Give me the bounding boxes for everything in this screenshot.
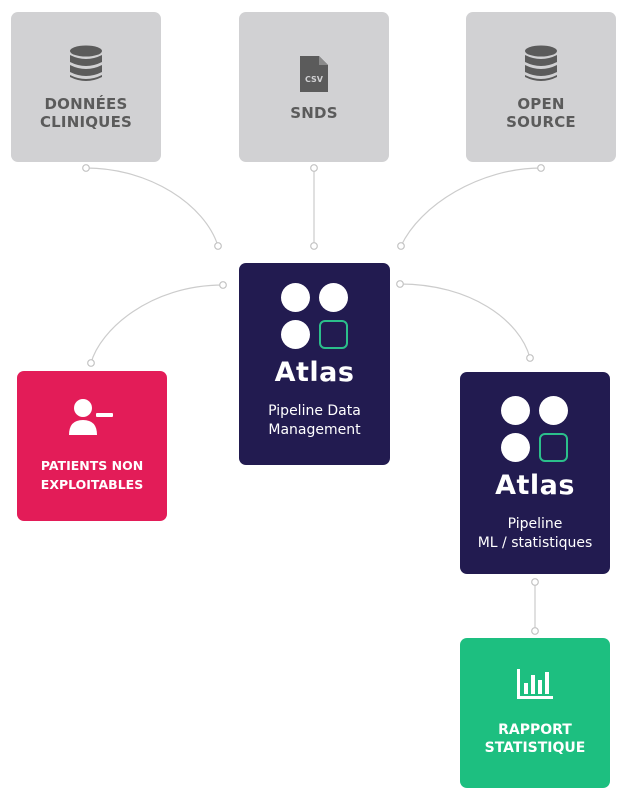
database-icon: [524, 43, 558, 83]
connector-node: [310, 164, 318, 172]
connector-open: [400, 167, 542, 247]
source-donnees-cliniques: DONNÉES CLINIQUES: [11, 12, 161, 162]
connector-atlas-ml: [399, 283, 531, 359]
rapport-statistique: RAPPORT STATISTIQUE: [460, 638, 610, 788]
connector-node: [396, 280, 404, 288]
atlas-title: Atlas: [495, 470, 575, 501]
connector-node: [87, 359, 95, 367]
connector-node: [219, 281, 227, 289]
atlas-subtitle: Pipeline ML / statistiques: [477, 516, 593, 551]
connector-node: [526, 354, 534, 362]
atlas-logo-icon: [280, 283, 349, 349]
atlas-logo-icon: [501, 396, 569, 462]
csv-file-icon: CSV: [300, 52, 328, 92]
connector-patients: [90, 284, 224, 364]
connector-donnees: [85, 167, 219, 247]
atlas-title: Atlas: [274, 357, 355, 388]
database-icon: [69, 43, 103, 83]
source-label: DONNÉES CLINIQUES: [39, 95, 133, 131]
connector-node: [310, 242, 318, 250]
connector-node: [537, 164, 545, 172]
connector-node: [397, 242, 405, 250]
connector-node: [82, 164, 90, 172]
source-label: OPEN SOURCE: [506, 95, 576, 131]
source-snds: CSV SNDS: [239, 12, 389, 162]
svg-text:CSV: CSV: [305, 75, 324, 84]
patients-non-exploitables: PATIENTS NON EXPLOITABLES: [17, 371, 167, 521]
user-minus-icon: [69, 398, 115, 440]
connector-node: [531, 578, 539, 586]
bar-chart-icon: [517, 669, 553, 703]
connector-node: [214, 242, 222, 250]
patients-label: PATIENTS NON EXPLOITABLES: [40, 458, 144, 492]
source-open-source: OPEN SOURCE: [466, 12, 616, 162]
source-label: SNDS: [290, 104, 338, 122]
atlas-subtitle: Pipeline Data Management: [268, 403, 361, 438]
atlas-pipeline-data-management: Atlas Pipeline Data Management: [239, 263, 390, 465]
connector-node: [531, 627, 539, 635]
atlas-pipeline-ml: Atlas Pipeline ML / statistiques: [460, 372, 610, 574]
rapport-label: RAPPORT STATISTIQUE: [484, 722, 586, 756]
